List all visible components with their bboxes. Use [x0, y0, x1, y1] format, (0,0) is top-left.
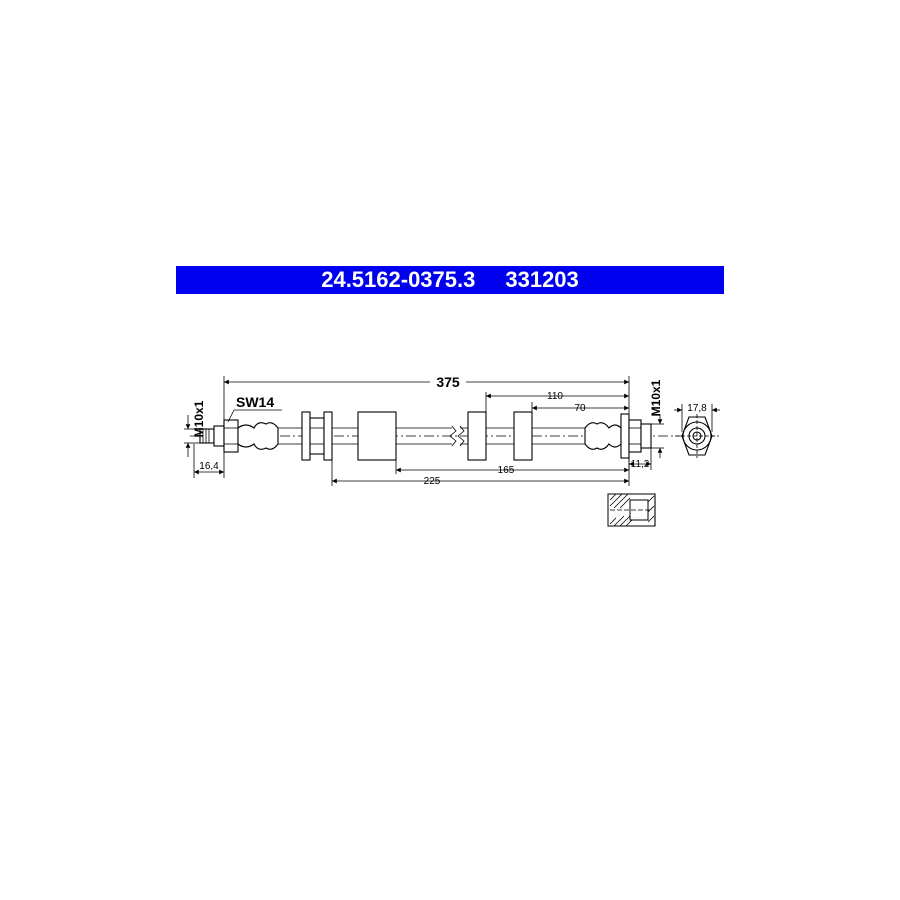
- thread-left-label: M10x1: [192, 400, 206, 437]
- clamp-right-1: [467, 411, 487, 461]
- section-detail: [607, 493, 656, 527]
- dim-11-2: [628, 448, 652, 470]
- right-fitting: [584, 413, 652, 459]
- dim-11-2-label: 11,2: [631, 459, 650, 470]
- end-view-hex: [675, 414, 719, 458]
- ref-number: 331203: [505, 267, 579, 292]
- sw14-leader: [227, 409, 235, 423]
- dim-165-label: 165: [498, 465, 515, 476]
- grommet-left: [301, 411, 333, 461]
- dim-16-4: [193, 444, 225, 478]
- dim-110-label: 110: [547, 391, 563, 402]
- dim-17-8: [674, 404, 720, 432]
- dim-overall-length: [223, 376, 630, 420]
- dim-225-label: 225: [424, 476, 441, 487]
- dim-225: [331, 460, 630, 486]
- dim-70: [531, 402, 629, 412]
- dim-16-4-label: 16,4: [199, 461, 219, 472]
- dim-thread-right: [651, 414, 664, 458]
- part-number: 24.5162-0375.3: [321, 267, 476, 292]
- title-bar: 24.5162-0375.3 331203: [176, 266, 724, 294]
- center-sleeve: [357, 411, 397, 461]
- left-fitting: [199, 419, 279, 453]
- clamp-right-2: [513, 411, 533, 461]
- thread-right-label: M10x1: [649, 379, 663, 416]
- dim-375-label: 375: [436, 374, 460, 390]
- dim-70-label: 70: [574, 403, 586, 414]
- dim-17-8-label: 17,8: [687, 403, 707, 414]
- dim-110: [485, 392, 629, 412]
- sw14-label: SW14: [236, 394, 274, 410]
- dim-thread-left: [184, 415, 200, 457]
